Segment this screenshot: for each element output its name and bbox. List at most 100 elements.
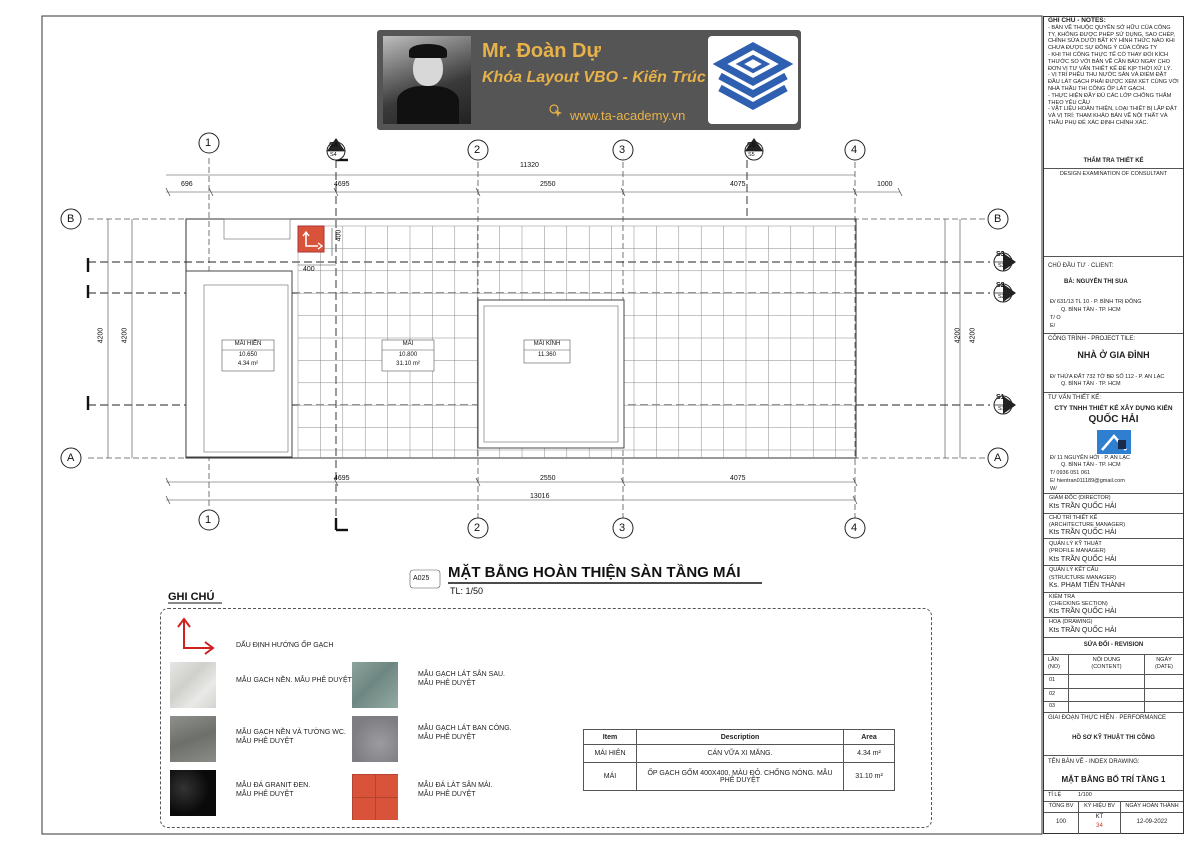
role-person: Kts TRẦN QUỐC HẢI — [1049, 529, 1117, 536]
note-line: - KHI THI CÔNG THỰC TẾ CÓ THAY ĐỔI KÍCH — [1048, 51, 1169, 58]
grid-label-bottom: 4 — [851, 522, 858, 534]
dim-top: 696 — [181, 181, 193, 188]
dim-left: 4200 — [97, 327, 105, 344]
table-cell: 4.34 m² — [843, 744, 895, 763]
note-line: - THỰC HIỆN ĐẦY ĐỦ CÁC LỚP CHỐNG THẤM — [1048, 92, 1172, 99]
legend-item-label: MẪU GẠCH LÁT SÂN SAU. — [418, 671, 506, 678]
role-person: Kts TRẦN QUỐC HẢI — [1049, 608, 1117, 615]
table-row: MÁI ỐP GẠCH GỐM 400X400, MÀU ĐỎ. CHỐNG N… — [583, 762, 895, 791]
title-block — [1043, 16, 1184, 834]
role-title: CHỦ TRÌ THIẾT KẾ — [1049, 515, 1098, 521]
legend-item-label: MẪU PHÊ DUYỆT — [418, 680, 476, 687]
note-line: CHỈNH SỬA DƯỚI BẤT KỲ HÌNH THỨC NÀO KHI — [1048, 38, 1175, 45]
legend-item-label: MẪU GẠCH NỀN VÀ TƯỜNG WC. — [236, 729, 346, 736]
rev-header: NỘI DUNG — [1092, 657, 1121, 663]
note-line: CHƯA ĐƯỢC SỰ ĐỒNG Ý CỦA CÔNG TY — [1048, 45, 1158, 52]
client-email: E/ — [1050, 323, 1056, 329]
room-area: 4.34 m² — [237, 361, 259, 367]
notes-section: GHI CHÚ - NOTES: - BẢN VẼ THUỘC QUYỀN SỞ… — [1048, 17, 1182, 127]
legend-item-label: MẪU GẠCH LÁT BAN CÔNG. — [418, 725, 512, 732]
swatch-green-stone — [352, 662, 398, 708]
project-address: Đ/ THỬA ĐẤT 732 TỜ BĐ SỐ 112 - P. AN LẠC — [1050, 374, 1165, 380]
dim-bottom: 4695 — [334, 475, 350, 482]
section-tag: S5 — [747, 142, 756, 149]
note-line: ĐẦU LÁT GẠCH PHẢI ĐƯỢC XEM XÉT CÙNG VỚI — [1048, 79, 1179, 86]
legend-item-label: MẪU PHÊ DUYỆT — [236, 791, 294, 798]
section-tag: S4 — [329, 142, 338, 149]
role-person: Ks. PHẠM TIẾN THÀNH — [1049, 582, 1125, 589]
cursor-click-icon — [549, 104, 562, 117]
index-label: TÊN BẢN VẼ - INDEX DRAWING: — [1048, 759, 1140, 765]
section-tag-sub: S4 — [330, 152, 337, 158]
client-address: Đ/ 631/13 TL 10 - P. BÌNH TRỊ ĐÔNG — [1050, 299, 1142, 305]
note-line: THƯỚC SO VỚI BẢN VẼ CẦN BÁO NGAY CHO — [1048, 58, 1171, 65]
rev-number: 02 — [1049, 691, 1056, 697]
section-tag-sub: S1 — [998, 406, 1005, 412]
dim-top: 1000 — [877, 181, 893, 188]
drawing-code: KT — [1095, 814, 1104, 820]
scale-label: TỈ LỆ — [1048, 792, 1062, 798]
section-tag-sub: S2 — [998, 294, 1005, 300]
legend-item-label: MẪU PHÊ DUYỆT — [236, 738, 294, 745]
room-name: MÁI HIÊN — [234, 341, 262, 347]
client-label: CHỦ ĐẦU TƯ · CLIENT: — [1048, 263, 1114, 269]
footer-header: KÝ HIỆU BV — [1084, 803, 1115, 809]
table-cell: ỐP GẠCH GỐM 400X400, MÀU ĐỎ. CHỐNG NÓNG.… — [636, 762, 844, 791]
grid-label-bottom: 3 — [619, 522, 626, 534]
note-line: - VẬT LIỆU HOÀN THIỆN, LOẠI THIẾT BỊ LẮP… — [1048, 106, 1178, 113]
swatch-black-granite — [170, 770, 216, 816]
rev-header: (NO) — [1048, 664, 1060, 670]
room-area: 31.10 m² — [396, 361, 420, 367]
project-address: Q. BÌNH TÂN · TP. HCM — [1061, 381, 1121, 387]
revision-title: SỬA ĐỔI - REVISION — [1083, 642, 1144, 648]
website-link[interactable]: www.ta-academy.vn — [570, 108, 686, 123]
project-name: NHÀ Ở GIA ĐÌNH — [1077, 350, 1150, 360]
rev-header: LẦN — [1048, 657, 1059, 663]
stage-label: GIAI ĐOẠN THỰC HIỆN · PERFORMANCE — [1048, 715, 1167, 721]
consultant-phone: T/ 0936 051 061 — [1050, 470, 1091, 476]
dim-bottom-overall: 13016 — [530, 493, 550, 500]
grid-label-left: B — [67, 213, 75, 225]
academy-logo — [708, 36, 798, 124]
client-name: BÀ: NGUYỄN THỊ SUA — [1064, 279, 1128, 285]
consultant-name: QUỐC HẢI — [1088, 414, 1139, 425]
presenter-name: Mr. Đoàn Dự — [482, 40, 601, 62]
consultant-logo — [1097, 430, 1131, 454]
role-person: Kts TRẦN QUỐC HẢI — [1049, 503, 1117, 510]
role-title: KIỂM TRA — [1049, 594, 1075, 600]
role-title: (ARCHITECTURE MANAGER) — [1049, 522, 1126, 528]
rev-header: (DATE) — [1155, 664, 1173, 670]
finish-area-table: Item Description Area MÁI HIÊN CÁN VỮA X… — [583, 729, 895, 791]
section-tag: S1 — [996, 394, 1005, 401]
legend-item-label: MẪU GẠCH NỀN. MẪU PHÊ DUYỆT — [236, 677, 352, 684]
note-line: - VỊ TRÍ PHỄU THU NƯỚC SÀN VÀ ĐIỂM ĐẶT — [1048, 72, 1167, 79]
note-line: TY, KHÔNG ĐƯỢC PHÉP SỬ DỤNG, SAO CHÉP, — [1048, 31, 1175, 38]
consultant-email: E/ hientran011189@gmail.com — [1050, 478, 1125, 484]
table-cell: CÁN VỮA XI MĂNG. — [636, 744, 844, 763]
note-line: ĐƠN VỊ TƯ VẤN THIẾT KẾ ĐỂ KỊP THỜI XỬ LÝ… — [1048, 65, 1173, 72]
grid-label-left: A — [67, 452, 75, 464]
role-title: (PROFILE MANAGER) — [1049, 548, 1106, 554]
table-header: Area — [843, 729, 895, 745]
drawing-number: 34 — [1096, 823, 1103, 829]
grid-label-right: B — [994, 213, 1002, 225]
room-name: MÁI — [402, 341, 414, 347]
dim-top: 4695 — [334, 181, 350, 188]
rev-header: (CONTENT) — [1091, 664, 1122, 670]
table-header: Item — [583, 729, 637, 745]
client-phone: T/ O — [1050, 315, 1061, 321]
role-title: GIÁM ĐỐC (DIRECTOR) — [1049, 495, 1111, 501]
review-title: THẨM TRA THIẾT KẾ — [1083, 158, 1144, 164]
index-value: MẶT BẰNG BỐ TRÍ TẦNG 1 — [1061, 775, 1166, 784]
consultant-name: CTY TNHH THIẾT KẾ XÂY DỰNG KIẾN — [1054, 405, 1173, 412]
note-line: - BẢN VẼ THUỘC QUYỀN SỞ HỮU CỦA CÔNG — [1048, 24, 1171, 31]
sheet-scale: TL: 1/50 — [450, 586, 484, 596]
grid-label-top: 3 — [619, 144, 626, 156]
consultant-web: W/ — [1050, 486, 1057, 492]
consultant-label: TƯ VẤN THIẾT KẾ: — [1048, 395, 1101, 401]
sheet-code: A025 — [413, 575, 430, 582]
grid-label-bottom: 2 — [474, 522, 481, 534]
legend-heading: GHI CHÚ — [168, 591, 215, 603]
note-line: NHÀ THẦU THI CÔNG ỐP LÁT GẠCH. — [1048, 85, 1146, 92]
role-title: (STRUCTURE MANAGER) — [1049, 575, 1116, 581]
